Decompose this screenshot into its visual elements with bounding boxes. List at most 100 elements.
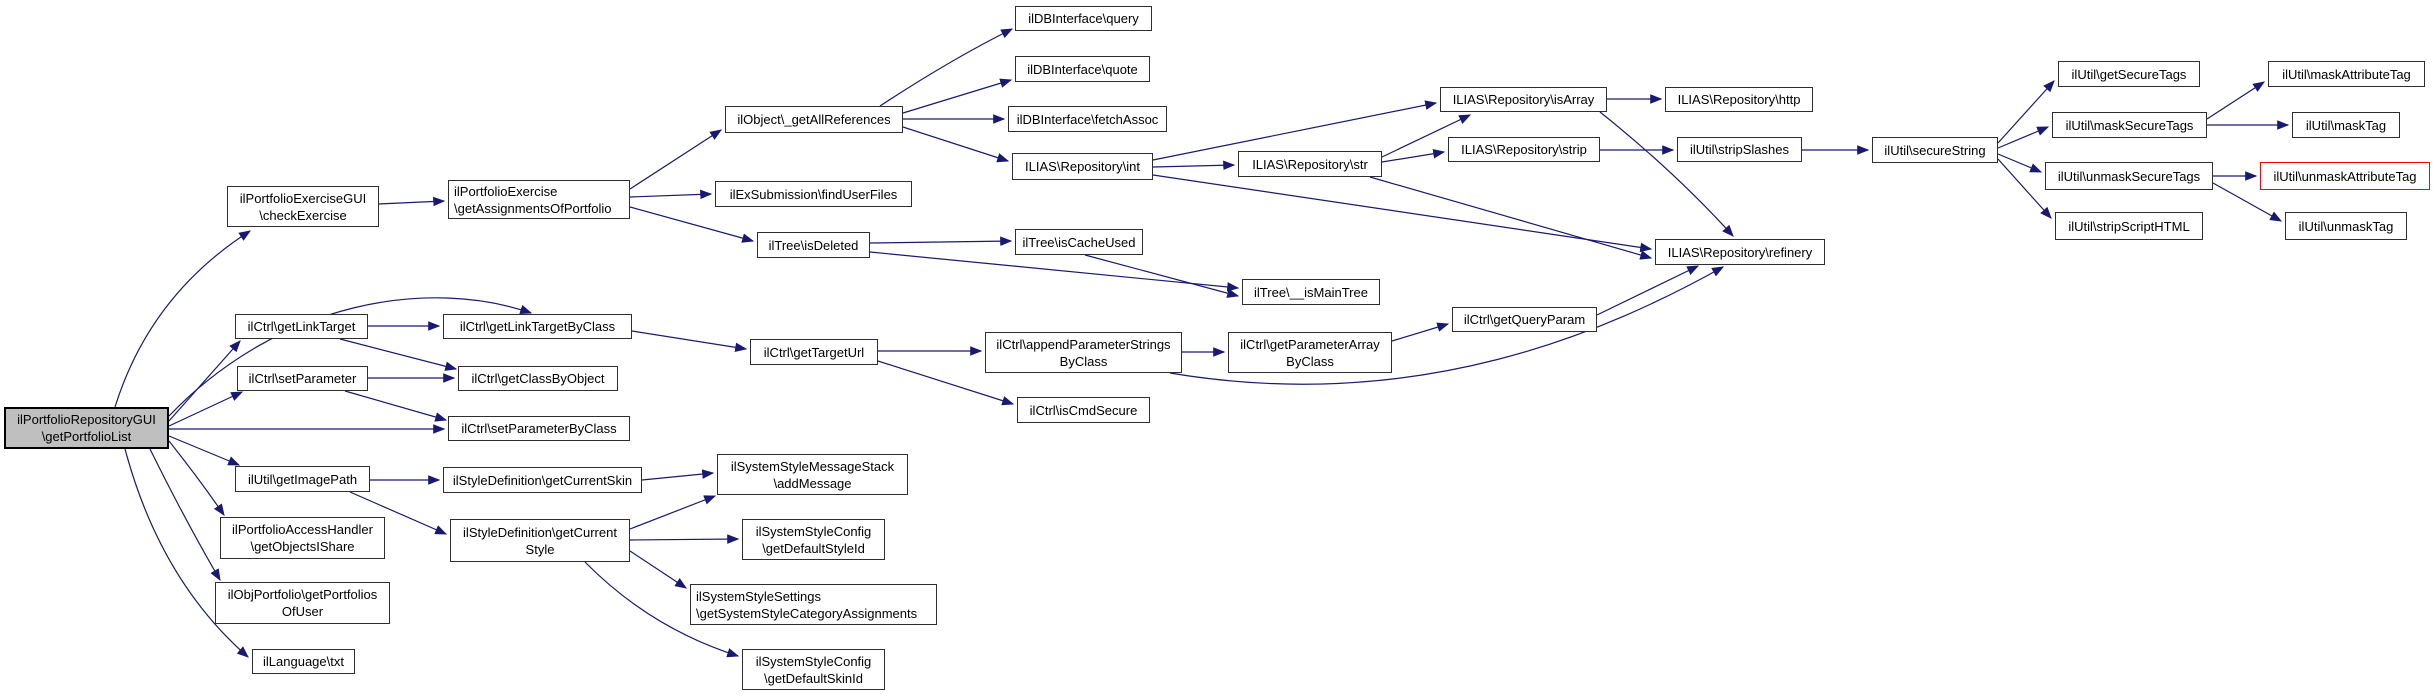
node-label-line: ilPortfolioExerciseGUI [239,190,367,206]
edge-maskSecureTags-maskAttributeTag [2206,81,2266,120]
edge-secureString-getSecureTags [1997,80,2055,144]
node-getObjectsIShare[interactable]: ilPortfolioAccessHandler \getObjectsIShar… [220,517,385,559]
node-getSystemStyleCategoryAssignments[interactable]: ilSystemStyleSettings\getSystemStyleCate… [690,584,937,625]
node-isMainTree[interactable]: ilTree\__isMainTree [1242,279,1380,305]
node-stripScriptHTML[interactable]: ilUtil\stripScriptHTML [2055,212,2203,240]
node-label-line: ByClass [1059,353,1108,369]
node-label-line: ilUtil\unmaskSecureTags [2057,168,2201,184]
node-getTargetUrl[interactable]: ilCtrl\getTargetUrl [750,339,878,365]
node-addMessage[interactable]: ilSystemStyleMessageStack\addMessage [717,454,908,495]
node-findUserFiles[interactable]: ilExSubmission\findUserFiles [715,181,912,207]
node-label-line: ilExSubmission\findUserFiles [729,186,898,202]
node-label-line: \getObjectsIShare [250,539,355,554]
node-label-line: ilUtil\maskTag [2305,117,2387,133]
node-getDefaultSkinId[interactable]: ilSystemStyleConfig\getDefaultSkinId [742,649,885,690]
node-label-line: ilCtrl\getTargetUrl [763,344,865,360]
node-getImagePath[interactable]: ilUtil\getImagePath [235,466,370,492]
node-label-line: ilTree\isCacheUsed [1022,234,1136,250]
node-maskSecureTags[interactable]: ilUtil\maskSecureTags [2052,112,2207,138]
edge-isArray-refinery [1599,111,1734,237]
node-label-line: ilSystemStyleConfig [755,653,872,669]
node-getSecureTags[interactable]: ilUtil\getSecureTags [2058,61,2200,87]
edge-str-refinery [1369,176,1653,260]
node-label-line: ilLanguage\txt [263,654,344,669]
node-label-line: \getPortfolioList [41,429,132,444]
node-http[interactable]: ILIAS\Repository\http [1665,87,1813,112]
node-getClassByObject[interactable]: ilCtrl\getClassByObject [458,366,618,391]
node-stripSlashes[interactable]: ilUtil\stripSlashes [1677,137,1802,162]
node-setParameter[interactable]: ilCtrl\setParameter [237,366,368,391]
node-getAssignmentsOfPortfolio[interactable]: ilPortfolioExercise\getAssignmentsOfPort… [448,180,630,219]
edge-secureString-maskSecureTags [1997,126,2050,149]
edge-getCurrentStyle-getDefaultSkinId [584,561,740,658]
node-txt[interactable]: ilLanguage\txt [252,649,355,674]
node-label-line: ilStyleDefinition\getCurrentSkin [452,472,633,488]
node-label-line: \addMessage [773,475,852,491]
edge-int-str [1152,160,1236,171]
node-unmaskSecureTags[interactable]: ilUtil\unmaskSecureTags [2045,162,2213,190]
node-unmaskTag[interactable]: ilUtil\unmaskTag [2285,212,2407,240]
node-label-line: ILIAS\Repository\strip [1461,142,1587,157]
node-label-line: ilUtil\stripSlashes [1690,142,1789,157]
edge-int-isArray [1152,100,1438,161]
node-isCmdSecure[interactable]: ilCtrl\isCmdSecure [1017,397,1150,423]
node-strip[interactable]: ILIAS\Repository\strip [1448,137,1600,162]
edge-unmaskSecureTags-unmaskTag [2212,182,2283,222]
edge-getLinkTargetByClass-getTargetUrl [631,330,748,353]
node-label-line: ILIAS\Repository\str [1252,156,1368,172]
node-secureString[interactable]: ilUtil\secureString [1872,137,1998,163]
node-getDefaultStyleId[interactable]: ilSystemStyleConfig\getDefaultStyleId [742,519,885,560]
node-setParameterByClass[interactable]: ilCtrl\setParameterByClass [448,416,630,441]
node-label-line: \getDefaultStyleId [762,540,865,556]
node-main[interactable]: ilPortfolioRepositoryGUI \getPortfolioLis… [4,407,169,449]
node-checkExercise[interactable]: ilPortfolioExerciseGUI\checkExercise [227,186,379,227]
node-label-line: \getDefaultSkinId [763,670,863,686]
edge-getAssignmentsOfPortfolio-isDeleted [629,206,755,243]
node-label-line: ilStyleDefinition\getCurrent [463,524,617,540]
node-isCacheUsed[interactable]: ilTree\isCacheUsed [1015,229,1143,255]
node-label-line: ilCtrl\getLinkTarget [247,319,356,334]
node-label-line: ilPortfolioAccessHandler [232,522,373,537]
edge-str-isArray [1381,114,1472,158]
node-getLinkTarget[interactable]: ilCtrl\getLinkTarget [235,314,368,339]
node-getQueryParam[interactable]: ilCtrl\getQueryParam [1452,307,1597,332]
node-label-line: ilUtil\secureString [1884,142,1986,158]
edge-str-strip [1381,148,1446,163]
node-unmaskAttributeTag[interactable]: ilUtil\unmaskAttributeTag [2260,162,2430,190]
node-int[interactable]: ILIAS\Repository\int [1012,153,1153,180]
node-isArray[interactable]: ILIAS\Repository\isArray [1440,87,1607,112]
node-getLinkTargetByClass[interactable]: ilCtrl\getLinkTargetByClass [443,314,632,339]
node-label-line: ilPortfolioExercise [454,183,558,199]
edge-checkExercise-getAssignmentsOfPortfolio [378,196,446,207]
node-label-line: ilDBInterface\quote [1027,61,1138,77]
node-fetchAssoc[interactable]: ilDBInterface\fetchAssoc [1008,106,1167,132]
edge-main-getLinkTarget [168,340,241,422]
node-maskAttributeTag[interactable]: ilUtil\maskAttributeTag [2268,61,2425,87]
node-getAllReferences[interactable]: ilObject\_getAllReferences [725,106,903,133]
node-label-line: \getAssignmentsOfPortfolio [454,200,612,216]
node-label-line: ilUtil\unmaskTag [2298,218,2394,234]
node-label-line: ilPortfolioRepositoryGUI [17,412,156,427]
edge-getCurrentStyle-addMessage [629,495,717,530]
node-label-line: ilTree\__isMainTree [1254,284,1368,300]
node-label-line: \getSystemStyleCategoryAssignments [696,605,918,621]
edge-int-refinery [1152,174,1653,253]
node-label-line: ilSystemStyleSettings [696,588,821,604]
node-label-line: ilSystemStyleMessageStack [730,458,895,474]
node-str[interactable]: ILIAS\Repository\str [1238,151,1382,177]
node-label-line: ILIAS\Repository\refinery [1667,244,1813,260]
node-label-line: ilTree\isDeleted [768,237,859,253]
node-maskTag[interactable]: ilUtil\maskTag [2292,112,2400,138]
node-refinery[interactable]: ILIAS\Repository\refinery [1655,239,1825,265]
node-label-line: ilCtrl\getQueryParam [1463,312,1586,327]
node-label-line: ilCtrl\getClassByObject [471,371,605,386]
node-isDeleted[interactable]: ilTree\isDeleted [757,232,870,258]
node-getCurrentSkin[interactable]: ilStyleDefinition\getCurrentSkin [443,467,642,493]
node-query[interactable]: ilDBInterface\query [1015,6,1152,31]
node-quote[interactable]: ilDBInterface\quote [1015,56,1150,82]
